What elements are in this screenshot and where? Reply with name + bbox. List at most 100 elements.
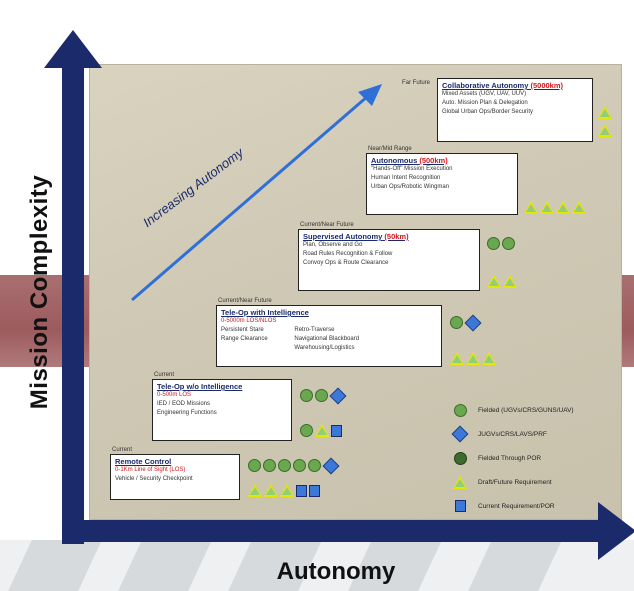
stage-item: Range Clearance (221, 336, 268, 342)
legend: Fielded (UGVs/CRS/GUNS/UAV) JUGVs/CRS/LA… (448, 398, 618, 518)
triangle-icon (598, 106, 612, 119)
fielded-icon (453, 403, 467, 417)
diamond-icon (329, 387, 347, 404)
x-axis-arrowhead (598, 502, 634, 560)
stage-range: (50km) (384, 232, 409, 241)
legend-text: Draft/Future Requirement (478, 478, 552, 486)
x-axis-title: Autonomy (276, 558, 396, 585)
stage-item: Human Intent Recognition (371, 175, 441, 181)
triangle-icon (248, 484, 262, 497)
triangle-icon (556, 201, 570, 214)
stage-range: (500km) (419, 156, 448, 165)
fielded-icon (315, 389, 328, 402)
fielded-through-por-icon (453, 451, 467, 465)
diamond-icon (322, 457, 340, 474)
stage2-symbols-bottom (300, 424, 342, 437)
fielded-icon (502, 237, 515, 250)
stage-item: IED / EOD Missions (157, 401, 211, 407)
stage1-symbols-top (248, 457, 340, 474)
stage-title: Supervised Autonomy (303, 232, 383, 241)
stage3-symbols-top (450, 314, 482, 331)
y-axis-arrowhead (44, 30, 102, 68)
stage-tag: Current/Near Future (300, 222, 354, 228)
fielded-icon (248, 459, 261, 472)
stage-item: Global Urban Ops/Border Security (442, 109, 534, 115)
fielded-icon (293, 459, 306, 472)
stage3-symbols-bottom (450, 352, 496, 365)
stage-item: Auto. Mission Plan & Delegation (442, 100, 528, 106)
triangle-icon (572, 201, 586, 214)
stage-range: (5000km) (530, 81, 564, 90)
stage-box-teleop-with-intelligence: Tele-Op with Intelligence 0-5000m LOS/NL… (216, 305, 442, 367)
stage-item: Mixed Assets (UGV, UAV, UUV) (442, 91, 527, 97)
diamond-icon (451, 425, 469, 443)
stage-tag: Near/Mid Range (368, 146, 412, 152)
fielded-icon (487, 237, 500, 250)
triangle-icon (487, 275, 501, 288)
triangle-icon (453, 475, 467, 489)
fielded-icon (278, 459, 291, 472)
triangle-icon (315, 424, 329, 437)
stage-item: 0-5000m LOS/NLOS (221, 318, 277, 324)
stage-item: Convoy Ops & Route Clearance (303, 260, 389, 266)
stage-title: Autonomous (371, 156, 418, 165)
legend-text: Fielded Through POR (478, 454, 542, 462)
stage4-symbols-bottom (487, 275, 517, 288)
stage1-symbols-bottom (248, 484, 320, 497)
diamond-icon (464, 314, 482, 331)
stage-item: Urban Ops/Robotic Wingman (371, 184, 450, 190)
square-icon (296, 484, 307, 497)
stage6-symbols-bottom (598, 124, 612, 137)
stage-box-autonomous: Autonomous (500km) "Hands-Off" Mission E… (366, 153, 518, 215)
stage-item: Engineering Functions (157, 410, 217, 416)
legend-text: Current Requirement/POR (478, 502, 555, 510)
triangle-icon (524, 201, 538, 214)
legend-item: JUGVs/CRS/LAVS/PRF (448, 422, 618, 446)
legend-text: Fielded (UGVs/CRS/GUNS/UAV) (478, 406, 574, 414)
stage-item: 0-1Km Line of Sight (LOS) (115, 467, 186, 473)
fielded-icon (450, 316, 463, 329)
legend-item: Current Requirement/POR (448, 494, 618, 518)
triangle-icon (280, 484, 294, 497)
stage-item: Retro-Traverse (294, 327, 335, 333)
stage-title: Remote Control (115, 457, 172, 466)
square-icon (331, 424, 342, 437)
stage-item: Warehousing/Logistics (294, 345, 355, 351)
stage6-symbols-top (598, 106, 612, 119)
stage-tag: Far Future (402, 80, 431, 86)
stage2-symbols-top (300, 387, 347, 404)
triangle-icon (540, 201, 554, 214)
square-icon (309, 484, 320, 497)
stage5-symbols (524, 201, 586, 214)
background-stripes (0, 540, 634, 591)
stage-box-remote-control: Remote Control 0-1Km Line of Sight (LOS)… (110, 454, 240, 500)
stage-title: Collaborative Autonomy (442, 81, 529, 90)
stage4-symbols-top (487, 237, 515, 250)
stage-box-teleop-without-intelligence: Tele-Op w/o Intelligence 0-500m LOS IED … (152, 379, 292, 441)
stage-item: Vehicle / Security Checkpoint (115, 476, 193, 482)
y-axis-arrow (62, 64, 84, 544)
triangle-icon (503, 275, 517, 288)
stage-box-supervised-autonomy: Supervised Autonomy (50km) Plan, Observe… (298, 229, 480, 291)
triangle-icon (598, 124, 612, 137)
triangle-icon (466, 352, 480, 365)
square-icon (454, 500, 466, 512)
stage-item: Persistent Stare (221, 327, 264, 333)
stage-box-collaborative-autonomy: Collaborative Autonomy (5000km) Mixed As… (437, 78, 593, 142)
triangle-icon (450, 352, 464, 365)
stage-item: "Hands-Off" Mission Execution (371, 166, 453, 172)
stage-tag: Current (154, 372, 175, 378)
stage-tag: Current (112, 447, 133, 453)
legend-item: Fielded Through POR (448, 446, 618, 470)
stage-tag: Current/Near Future (218, 298, 272, 304)
legend-text: JUGVs/CRS/LAVS/PRF (478, 430, 547, 438)
stage-item: Navigational Blackboard (294, 336, 360, 342)
fielded-icon (300, 389, 313, 402)
stage-title: Tele-Op w/o Intelligence (157, 382, 243, 391)
fielded-icon (308, 459, 321, 472)
stage-title: Tele-Op with Intelligence (221, 308, 309, 317)
triangle-icon (482, 352, 496, 365)
fielded-icon (300, 424, 313, 437)
fielded-icon (263, 459, 276, 472)
